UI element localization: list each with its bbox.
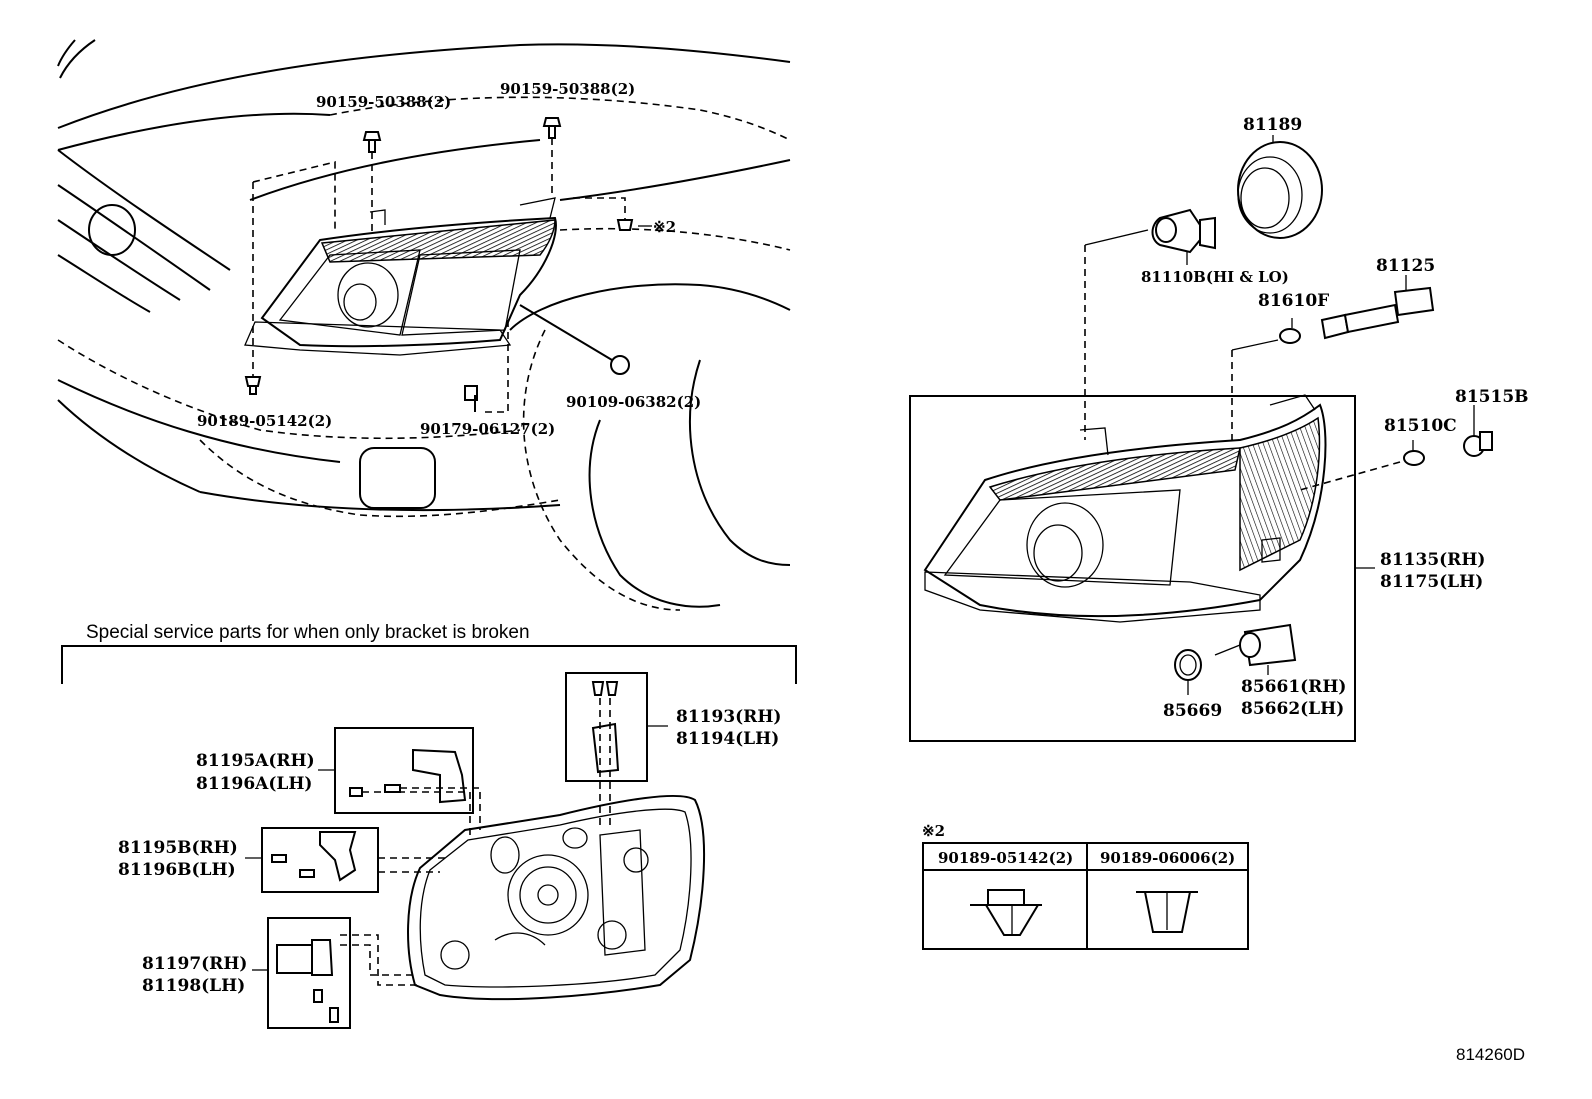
label-bracket-a-rh: 81195A(RH)	[196, 751, 315, 771]
label-bulb-main: 81110B(HI & LO)	[1141, 268, 1289, 286]
label-socket-side: 81515B	[1455, 387, 1529, 407]
label-clip-marker: ※2	[653, 218, 676, 236]
label-bulb-small: 81610F	[1258, 291, 1329, 311]
clip-table-header-1: 90189-05142(2)	[938, 849, 1073, 867]
label-clip-bottom-left: 90189-05142(2)	[197, 412, 332, 430]
label-unit-rh: 81135(RH)	[1380, 550, 1485, 570]
clip-a-icon	[970, 889, 1042, 936]
clip-b-icon	[1136, 891, 1198, 933]
label-socket-wire: 81125	[1376, 256, 1435, 276]
label-bracket-c-rh: 81197(RH)	[142, 954, 247, 974]
fog-light-opening	[359, 447, 436, 509]
label-bulb-side: 81510C	[1384, 416, 1457, 436]
clip-table-header-2: 90189-06006(2)	[1100, 849, 1235, 867]
label-bolt-top-left: 90159-50388(2)	[316, 93, 451, 111]
label-screw-right: 90109-06382(2)	[566, 393, 701, 411]
label-unit-lh: 81175(LH)	[1380, 572, 1483, 592]
label-nut-center: 90179-06127(2)	[420, 420, 555, 438]
service-parts-bracket	[61, 645, 797, 684]
vehicle-front-view	[57, 39, 791, 611]
diagram-code: 814260D	[1456, 1045, 1525, 1064]
service-parts-view	[245, 672, 706, 1029]
label-actuator-lh: 85662(LH)	[1241, 699, 1344, 719]
label-socket-cover: 81189	[1243, 115, 1302, 135]
label-bracket-a-lh: 81196A(LH)	[196, 774, 312, 794]
emblem-icon	[88, 204, 136, 256]
label-bracket-b-lh: 81196B(LH)	[118, 860, 236, 880]
label-bracket-b-rh: 81195B(RH)	[118, 838, 238, 858]
label-actuator-rh: 85661(RH)	[1241, 677, 1346, 697]
label-bracket-top-rh: 81193(RH)	[676, 707, 781, 727]
clip-table-marker: ※2	[922, 822, 945, 840]
label-bolt-top-right: 90159-50388(2)	[500, 80, 635, 98]
service-parts-caption: Special service parts for when only brac…	[86, 622, 530, 643]
clip-table	[922, 842, 1249, 950]
label-bracket-c-lh: 81198(LH)	[142, 976, 245, 996]
label-bracket-top-lh: 81194(LH)	[676, 729, 779, 749]
headlamp-assembly-view	[909, 135, 1493, 742]
label-o-ring: 85669	[1163, 701, 1222, 721]
